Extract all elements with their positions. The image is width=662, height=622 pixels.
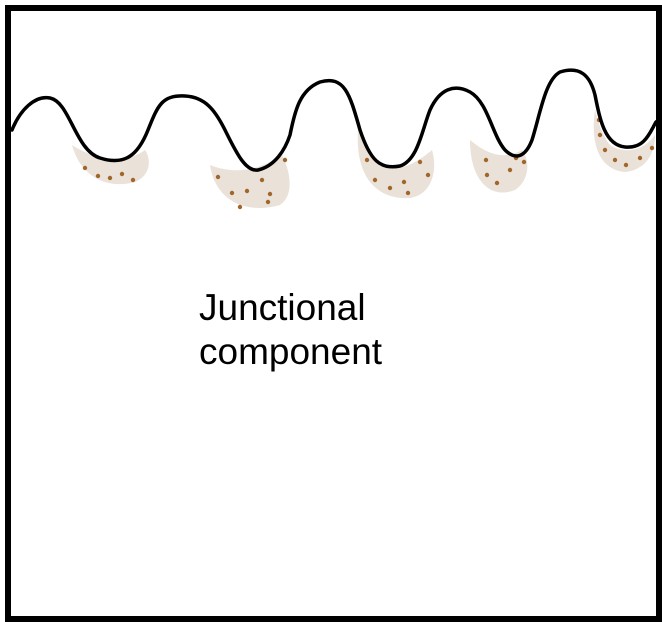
dot <box>406 191 410 195</box>
dot <box>245 189 249 193</box>
dot <box>268 192 272 196</box>
dot <box>495 181 499 185</box>
junctional-component-label: Junctional component <box>199 286 459 374</box>
junction-line <box>12 70 656 170</box>
nests <box>72 110 655 208</box>
dot <box>131 178 135 182</box>
dot <box>230 191 234 195</box>
dot <box>613 158 617 162</box>
dot <box>650 146 654 150</box>
nest-2 <box>210 155 290 208</box>
dot <box>388 186 392 190</box>
dot <box>266 200 270 204</box>
dot <box>96 174 100 178</box>
dot <box>365 158 369 162</box>
dot <box>598 133 602 137</box>
dot <box>260 178 264 182</box>
dot <box>508 168 512 172</box>
dot <box>484 158 488 162</box>
dot <box>373 178 377 182</box>
dot <box>522 160 526 164</box>
dot <box>418 160 422 164</box>
nest-4 <box>470 140 527 193</box>
dot <box>216 175 220 179</box>
dot <box>120 172 124 176</box>
dot <box>108 176 112 180</box>
dot <box>402 180 406 184</box>
dot <box>624 163 628 167</box>
dot <box>603 148 607 152</box>
dot <box>238 205 242 209</box>
dot <box>283 158 287 162</box>
dot <box>426 173 430 177</box>
dot <box>83 166 87 170</box>
nest-3 <box>358 130 434 198</box>
dot <box>485 173 489 177</box>
dot <box>638 156 642 160</box>
